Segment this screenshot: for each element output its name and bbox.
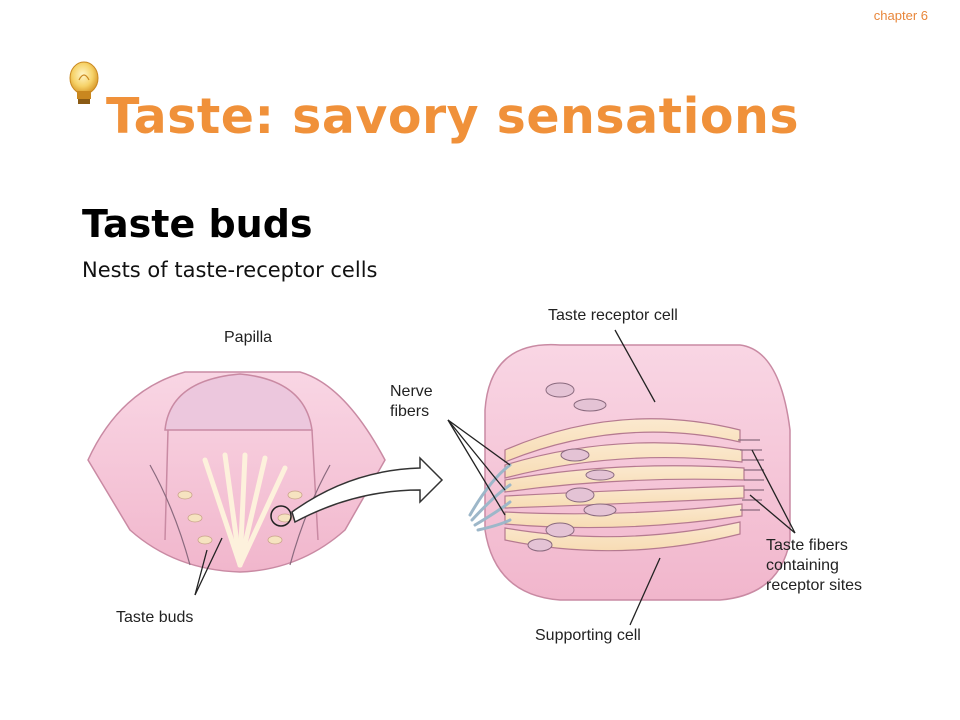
taste-bud-illustration — [468, 343, 791, 601]
papilla-illustration — [87, 371, 386, 573]
label-papilla: Papilla — [224, 329, 272, 346]
lightbulb-icon — [69, 61, 99, 104]
label-supporting-cell: Supporting cell — [535, 627, 641, 644]
section-heading: Taste buds — [82, 202, 313, 246]
label-fibers-line2: containing — [766, 557, 839, 574]
chapter-label: chapter 6 — [873, 8, 928, 23]
label-nerve-line2: fibers — [390, 403, 429, 420]
page-title: Taste: savory sensations — [106, 88, 800, 145]
zoom-arrow — [291, 456, 444, 524]
label-taste-receptor-cell: Taste receptor cell — [548, 307, 678, 324]
label-fibers-line1: Taste fibers — [766, 537, 848, 554]
label-nerve-line1: Nerve — [390, 383, 433, 400]
label-taste-buds: Taste buds — [116, 609, 193, 626]
label-fibers-line3: receptor sites — [766, 577, 862, 594]
taste-bud-diagram: Papilla Nerve fibers Taste receptor cell… — [87, 307, 862, 644]
section-description: Nests of taste-receptor cells — [82, 258, 378, 282]
